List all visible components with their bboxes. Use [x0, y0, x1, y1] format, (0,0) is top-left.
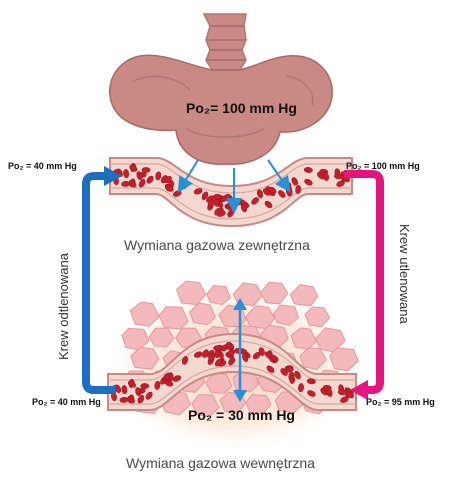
tissue-cell	[129, 301, 160, 327]
bottom-left-po2-label: Po₂ = 40 mm Hg	[32, 397, 101, 407]
red-blood-cell	[280, 368, 288, 376]
red-blood-cell	[234, 347, 244, 354]
red-blood-cell	[266, 365, 275, 373]
red-blood-cell	[172, 375, 182, 382]
tissue-cell	[205, 372, 233, 395]
red-blood-cell	[337, 389, 347, 396]
red-blood-cell	[140, 383, 150, 389]
tissue-cell	[191, 394, 220, 418]
red-blood-cell	[307, 390, 316, 397]
red-blood-cell	[119, 397, 129, 403]
red-blood-cell	[202, 349, 209, 358]
tissue-cell	[289, 284, 319, 307]
red-blood-cell	[155, 171, 162, 181]
red-blood-cell	[228, 357, 236, 366]
red-blood-cell	[127, 380, 136, 388]
red-blood-cell	[213, 345, 223, 351]
red-blood-cell	[135, 387, 142, 396]
red-blood-cell	[121, 385, 128, 395]
blood-cells-lower	[110, 342, 354, 404]
tissue-cell	[175, 280, 207, 306]
diffusion-arrow-icon	[177, 159, 291, 214]
red-blood-cell	[137, 395, 145, 404]
red-blood-cell	[165, 185, 174, 192]
red-blood-cell	[286, 187, 293, 197]
red-blood-cell	[326, 388, 333, 397]
red-blood-cell	[127, 396, 135, 404]
red-blood-cell	[214, 358, 223, 367]
red-blood-cell	[129, 164, 138, 172]
red-blood-cell	[163, 176, 172, 184]
red-blood-cell	[294, 370, 301, 380]
red-blood-cell	[258, 347, 265, 356]
tissue-cell	[272, 304, 299, 326]
top-right-po2-label: Po₂ = 100 mm Hg	[346, 161, 420, 171]
tissue-cell	[304, 306, 331, 328]
bottom-right-po2-label: Po₂ = 95 mm Hg	[366, 397, 435, 407]
red-blood-cell	[181, 356, 189, 365]
red-blood-cell	[212, 194, 222, 200]
red-blood-cell	[128, 180, 137, 188]
tissue-cell	[299, 347, 327, 370]
tissue-cell	[188, 302, 216, 326]
lower-capillary	[107, 332, 357, 411]
red-blood-cell	[194, 351, 203, 358]
tissue-cell	[245, 393, 272, 415]
tissue-cell	[329, 347, 359, 372]
red-blood-cell	[334, 173, 343, 180]
red-blood-cell	[146, 175, 154, 184]
red-blood-cell	[251, 197, 259, 205]
red-blood-cell	[304, 178, 313, 186]
red-blood-cell	[201, 191, 209, 200]
red-blood-cell	[145, 391, 153, 400]
red-blood-cell	[291, 177, 299, 186]
tissue-cell	[206, 285, 231, 306]
red-blood-cell	[256, 189, 264, 199]
red-blood-cell	[163, 372, 172, 380]
tissue-cell	[259, 281, 289, 305]
red-blood-cell	[225, 342, 233, 351]
red-blood-cell	[268, 186, 277, 194]
tissue-cell	[148, 327, 175, 348]
red-blood-cell	[303, 167, 313, 173]
oxygenated-blood-label: Krew utlenowana	[397, 224, 412, 324]
tissue-po2-label: Po₂ = 30 mm Hg	[188, 407, 295, 423]
lung-po2-label: Po₂= 100 mm Hg	[186, 100, 297, 116]
upper-capillary	[109, 157, 353, 228]
tissue-diffusion-arrow-icon	[233, 298, 247, 402]
external-exchange-caption: Wymiana gazowa zewnętrzna	[124, 237, 310, 253]
red-blood-cell	[207, 199, 215, 208]
red-blood-cell	[154, 380, 161, 390]
red-blood-cell	[323, 172, 329, 181]
red-blood-cell	[214, 207, 222, 216]
red-blood-cell	[123, 169, 129, 179]
red-blood-cell	[208, 353, 216, 362]
deoxygenated-arrow	[82, 166, 122, 394]
red-blood-cell	[306, 378, 316, 385]
red-blood-cell	[193, 188, 203, 195]
red-blood-cell	[289, 374, 296, 384]
red-blood-cell	[138, 179, 146, 188]
tissue-cell	[130, 346, 160, 370]
red-blood-cell	[270, 354, 279, 362]
lung-icon	[109, 13, 333, 165]
tissue-cell	[158, 306, 189, 330]
red-blood-cell	[242, 353, 249, 362]
red-blood-cell	[298, 383, 304, 393]
red-blood-cell	[141, 167, 151, 173]
red-blood-cell	[136, 171, 143, 180]
red-blood-cell	[295, 185, 302, 194]
top-left-po2-label: Po₂ = 40 mm Hg	[8, 161, 77, 171]
deoxygenated-blood-label: Krew odtlenowana	[56, 253, 71, 360]
oxygenated-arrow	[344, 170, 384, 400]
red-blood-cell	[336, 180, 345, 187]
internal-exchange-caption: Wymiana gazowa wewnętrzna	[126, 455, 315, 471]
red-blood-cell	[264, 200, 273, 209]
